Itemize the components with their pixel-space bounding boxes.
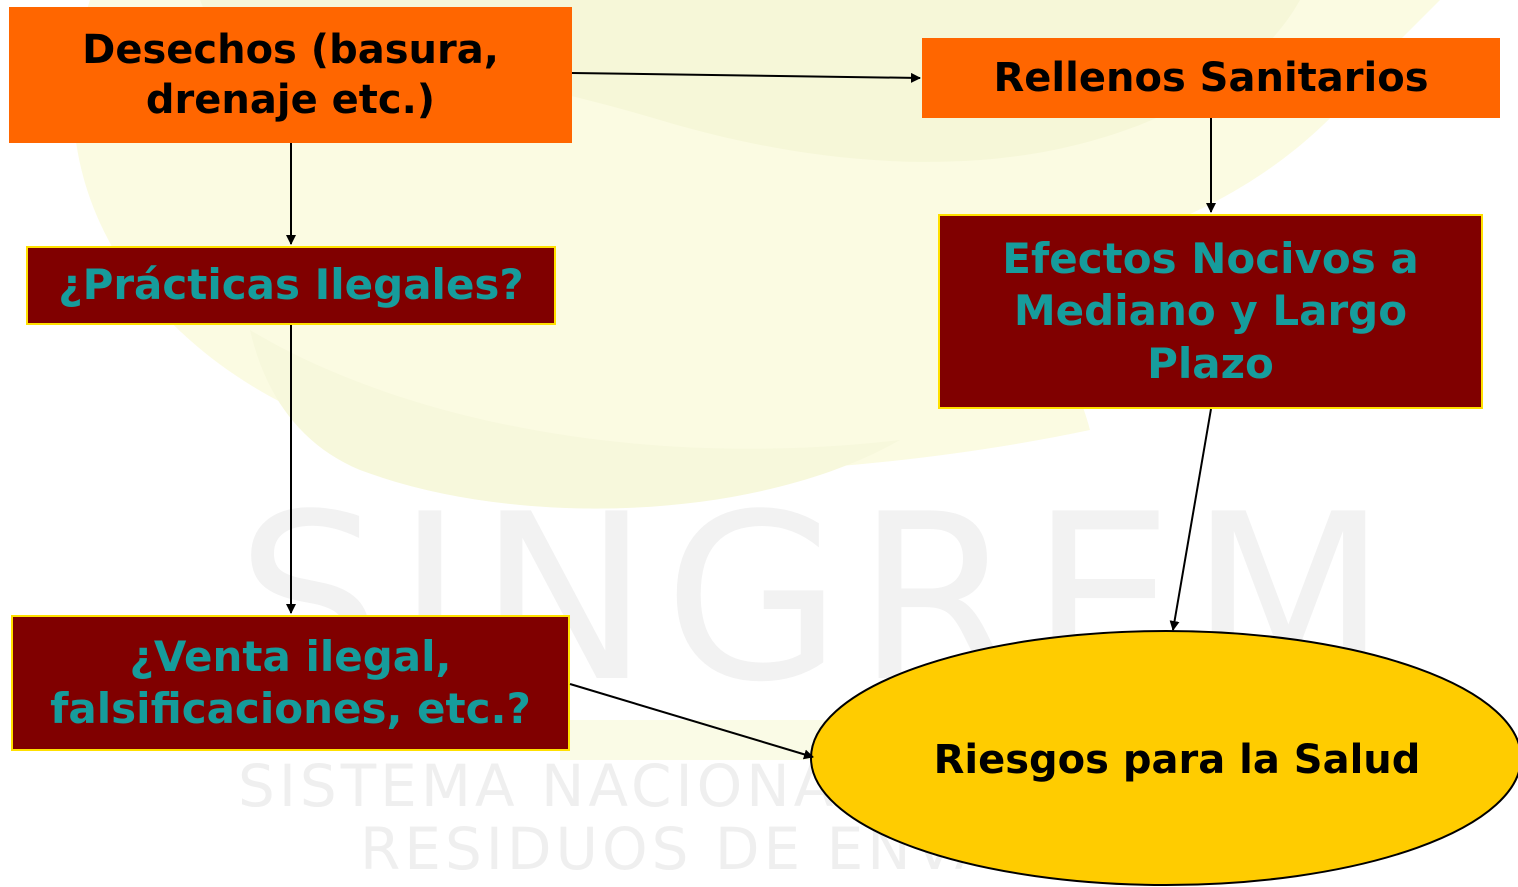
arrow-efectos-to-riesgos [1169,408,1212,631]
node-desechos: Desechos (basura, drenaje etc.) [9,7,572,143]
arrow-venta-to-riesgos [569,683,814,760]
node-rellenos-label: Rellenos Sanitarios [993,55,1429,101]
arrow-desechos-to-rellenos [571,72,921,83]
node-venta-ilegal: ¿Venta ilegal, falsificaciones, etc.? [11,615,570,751]
node-practicas-ilegales: ¿Prácticas Ilegales? [26,246,556,325]
node-efectos-label: Efectos Nocivos a Mediano y Largo Plazo [1002,233,1419,388]
node-riesgos-salud-label: Riesgos para la Salud [933,737,1421,783]
node-venta-label: ¿Venta ilegal, falsificaciones, etc.? [50,631,531,734]
node-rellenos-sanitarios: Rellenos Sanitarios [922,38,1500,118]
node-efectos-nocivos: Efectos Nocivos a Mediano y Largo Plazo [938,214,1483,409]
node-practicas-label: ¿Prácticas Ilegales? [58,260,524,310]
node-desechos-label: Desechos (basura, drenaje etc.) [82,27,499,123]
